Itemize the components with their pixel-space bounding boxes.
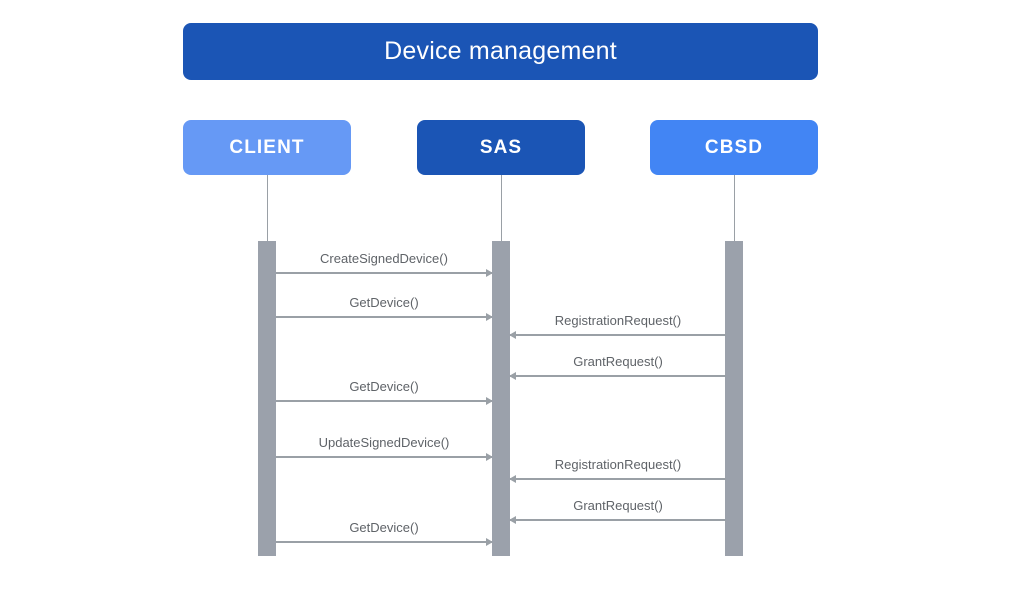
message-label: GetDevice() bbox=[349, 379, 419, 394]
message-label: GetDevice() bbox=[349, 295, 419, 310]
participant-label-client: CLIENT bbox=[229, 136, 305, 158]
message-line bbox=[510, 478, 726, 480]
message-line bbox=[510, 375, 726, 377]
message-line bbox=[510, 334, 726, 336]
arrow-head-right-icon bbox=[486, 396, 493, 405]
message-line bbox=[510, 519, 726, 521]
arrow-head-left-icon bbox=[509, 371, 516, 380]
message-label: UpdateSignedDevice() bbox=[318, 435, 450, 450]
activation-bar-cbsd bbox=[725, 241, 743, 556]
arrow-head-right-icon bbox=[486, 452, 493, 461]
participant-label-sas: SAS bbox=[479, 136, 523, 158]
activation-bar-client bbox=[258, 241, 276, 556]
message-line bbox=[276, 400, 492, 402]
arrow-head-left-icon bbox=[509, 330, 516, 339]
message-line bbox=[276, 541, 492, 543]
message-label: GrantRequest() bbox=[573, 498, 663, 513]
message-line bbox=[276, 316, 492, 318]
participant-sas: SAS bbox=[417, 120, 585, 175]
participant-label-cbsd: CBSD bbox=[704, 136, 764, 158]
arrow-head-right-icon bbox=[486, 312, 493, 321]
message-label: RegistrationRequest() bbox=[554, 457, 682, 472]
activation-bar-sas bbox=[492, 241, 510, 556]
arrow-head-left-icon bbox=[509, 515, 516, 524]
diagram-title: Device management bbox=[384, 37, 617, 65]
arrow-head-right-icon bbox=[486, 537, 493, 546]
lifeline-client bbox=[267, 175, 268, 241]
diagram-title-bar: Device management bbox=[183, 23, 818, 80]
lifeline-sas bbox=[501, 175, 502, 241]
message-line bbox=[276, 456, 492, 458]
participant-client: CLIENT bbox=[183, 120, 351, 175]
arrow-head-left-icon bbox=[509, 474, 516, 483]
arrow-head-right-icon bbox=[486, 268, 493, 277]
message-label: RegistrationRequest() bbox=[554, 313, 682, 328]
participant-cbsd: CBSD bbox=[650, 120, 818, 175]
message-label: GetDevice() bbox=[349, 520, 419, 535]
message-label: CreateSignedDevice() bbox=[320, 251, 448, 266]
lifeline-cbsd bbox=[734, 175, 735, 241]
message-label: GrantRequest() bbox=[573, 354, 663, 369]
message-line bbox=[276, 272, 492, 274]
